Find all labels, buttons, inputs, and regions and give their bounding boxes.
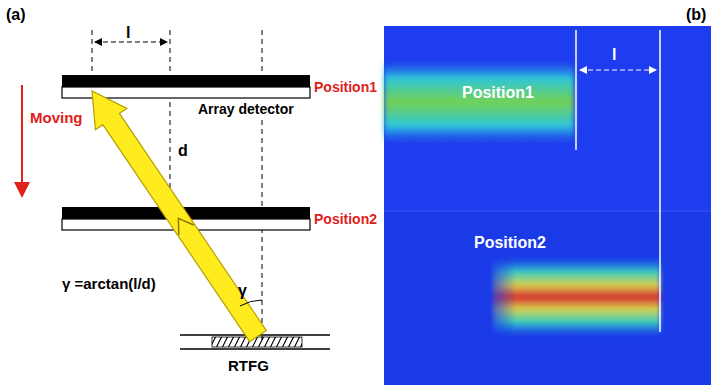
dimension-arrow: [95, 42, 167, 43]
panel-label: (b): [686, 6, 706, 24]
angle-arc: [240, 300, 262, 306]
dimension-label: l: [126, 24, 130, 42]
formula-label: γ =arctan(l/d): [62, 276, 156, 293]
light-beam: [76, 80, 273, 346]
dimension-label: d: [178, 142, 188, 160]
position-label: Position2: [474, 234, 546, 252]
position-label: Position2: [314, 212, 377, 227]
panel-label: (a): [6, 6, 26, 24]
motion-label: Moving: [30, 110, 83, 127]
dimension-label: l: [612, 46, 616, 64]
angle-label: γ: [238, 282, 247, 300]
part-name: RTFG: [228, 358, 269, 375]
part-name: Array detector: [196, 102, 296, 117]
detector-image: [384, 26, 711, 385]
moving-arrow: [21, 85, 23, 196]
position-label: Position1: [314, 80, 377, 95]
position-label: Position1: [462, 84, 534, 102]
